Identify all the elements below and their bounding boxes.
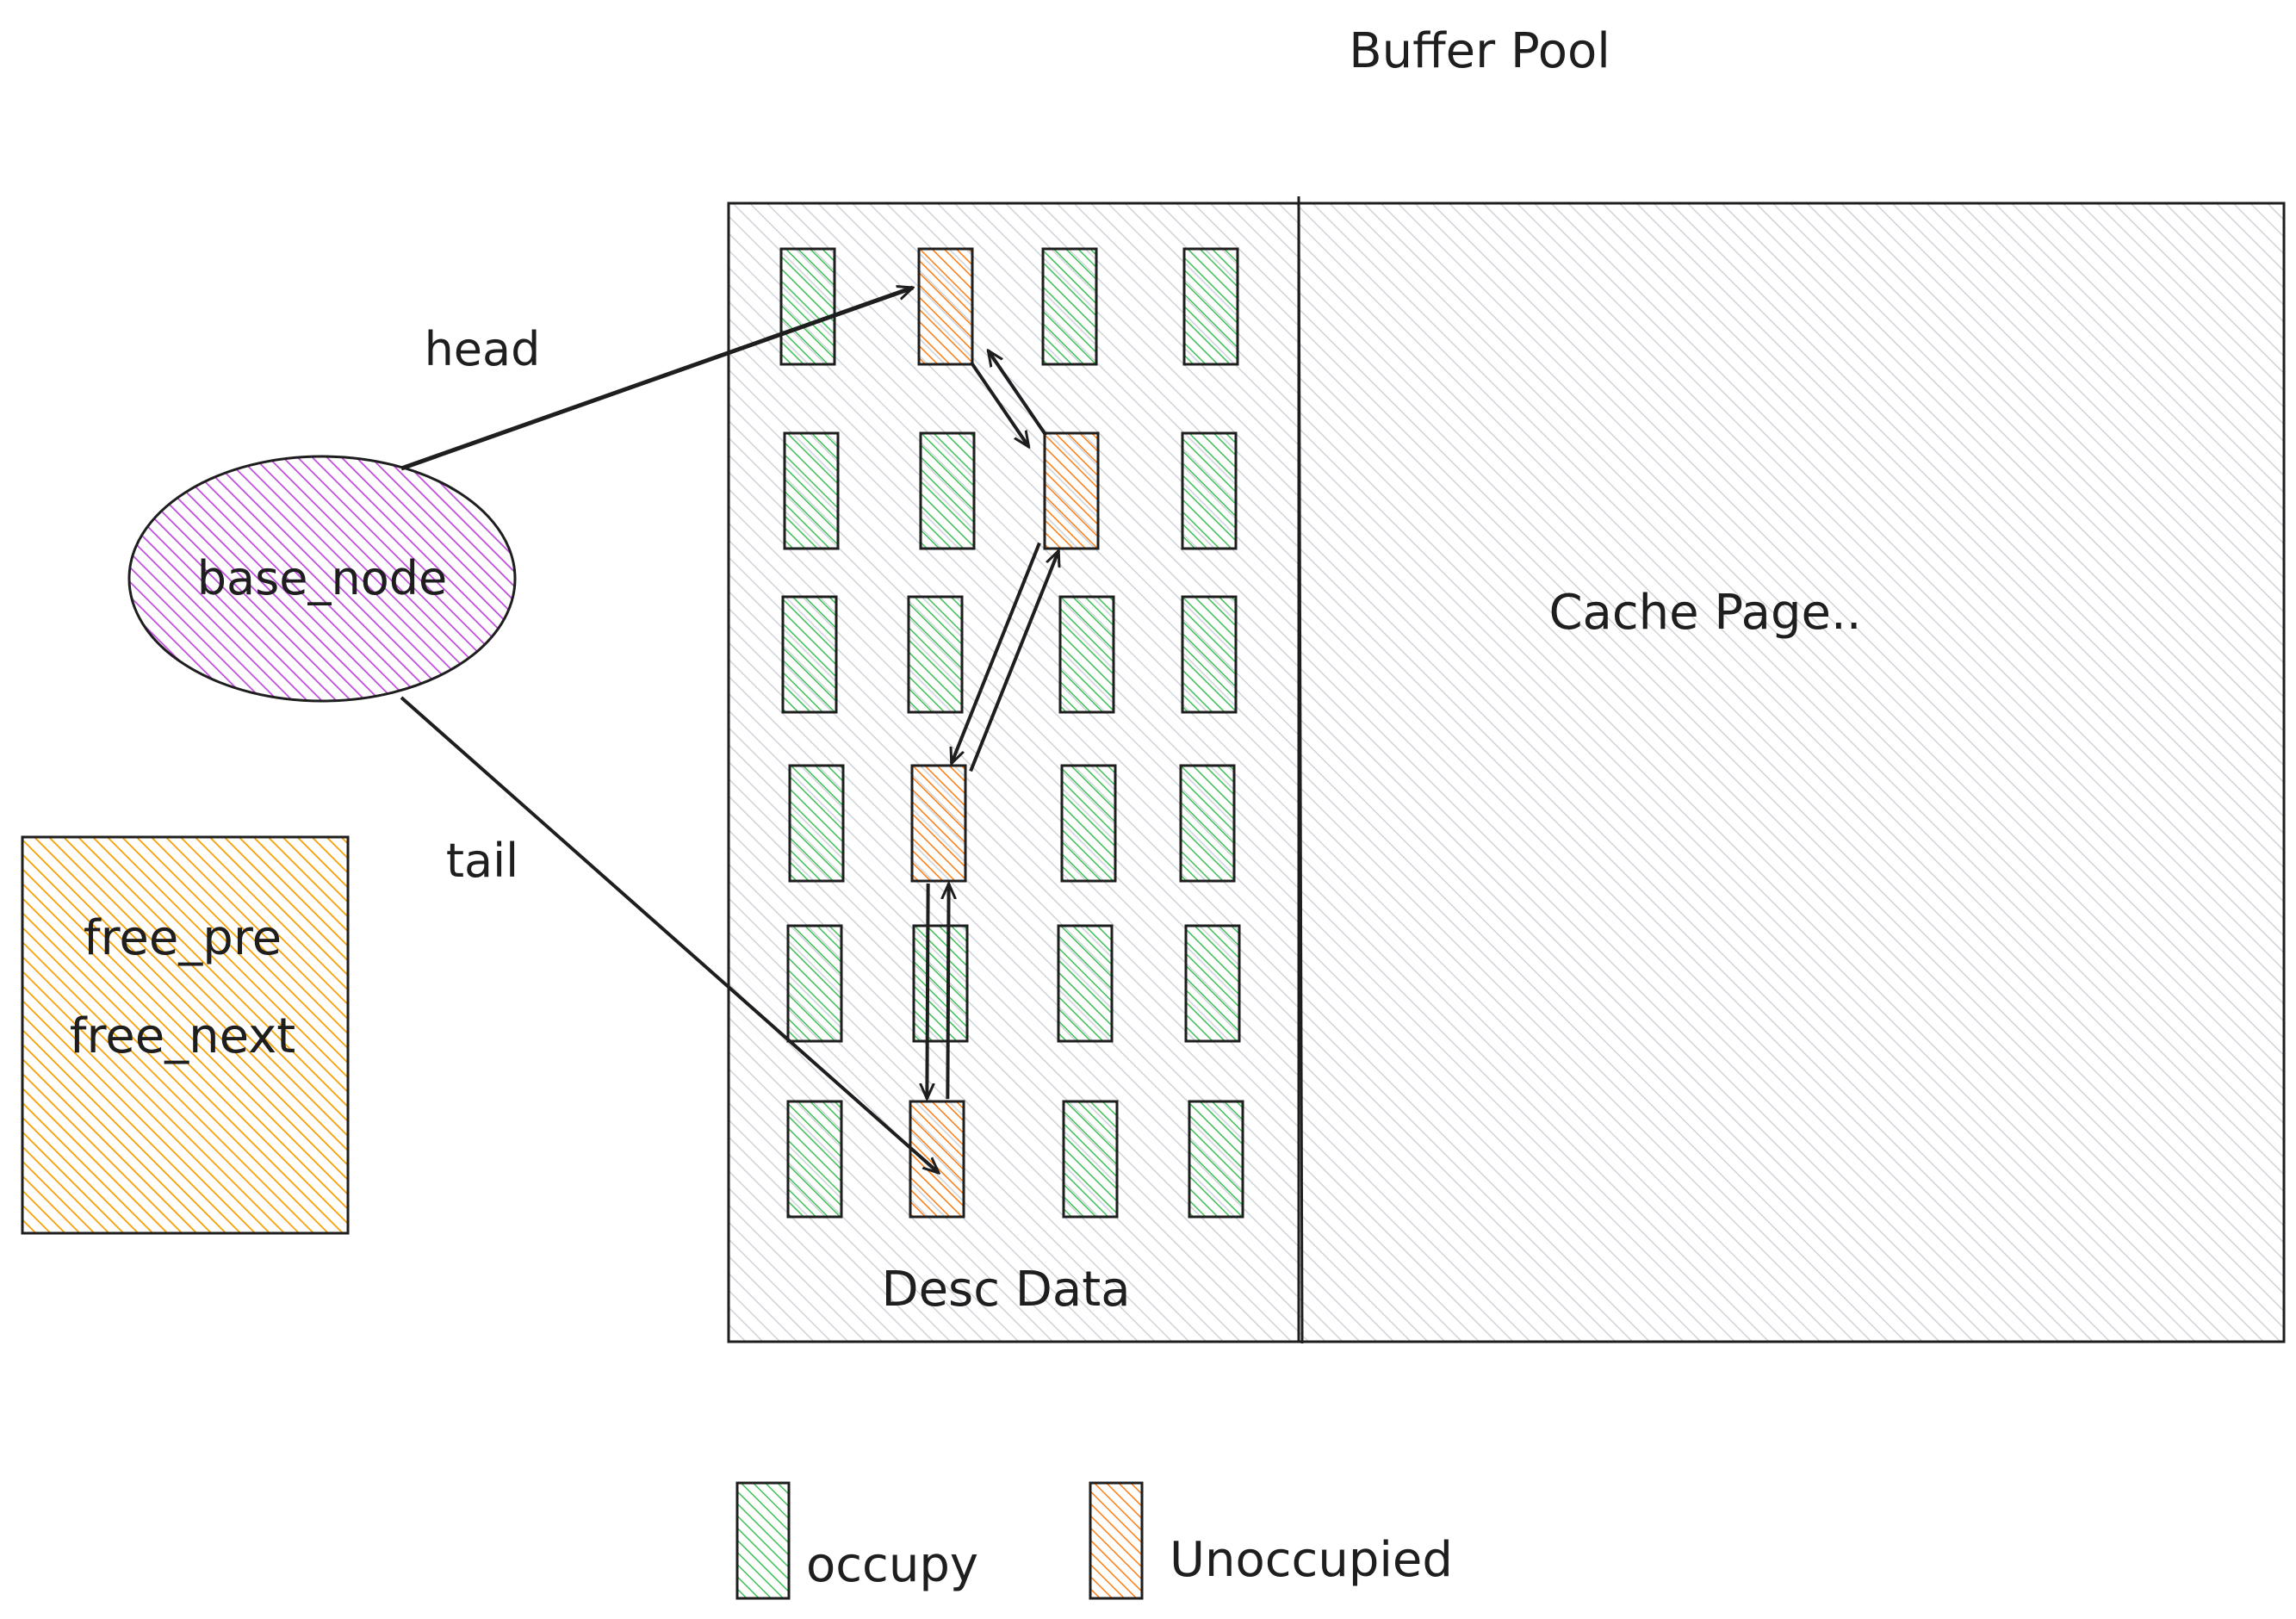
base-node: base_node [127,455,517,703]
desc-block-occupied [1181,595,1238,714]
desc-block-occupied [779,247,836,366]
desc-block-occupied [1184,924,1241,1043]
cache-page-label: Cache Page.. [1548,585,1861,641]
desc-block-occupied [788,764,845,883]
desc-block-unoccupied [917,247,974,366]
tail-arrow [400,696,939,1173]
desc-block-occupied [1062,1100,1119,1219]
head-pointer: head [400,288,913,471]
desc-data-label: Desc Data [881,1262,1130,1318]
desc-block-occupied [1058,595,1115,714]
desc-block-occupied [1188,1100,1244,1219]
desc-block-occupied [1179,764,1236,883]
free-pre-link [969,550,1058,772]
desc-block-occupied [1182,247,1239,366]
desc-block-occupied [912,924,969,1043]
cache-page-region [1297,202,2286,1343]
desc-block-occupied [1060,764,1117,883]
free-pre-link [988,350,1048,437]
base-node-ellipse [127,455,517,703]
free-pre-link [947,884,948,1100]
free-node-box [21,835,350,1235]
tail-pointer: tail [400,696,939,1173]
free-list-links [927,350,1058,1099]
desc-block-occupied [786,1100,843,1219]
desc-block-occupied [1181,431,1238,550]
desc-block-unoccupied [1043,431,1100,550]
legend: occupy Unoccupied [735,1481,1453,1600]
diagram-title: Buffer Pool [1349,23,1610,79]
desc-block-unoccupied [910,764,967,883]
free-next-link [952,542,1041,764]
free-next-link [969,361,1029,447]
head-arrow [400,288,913,471]
base-node-label: base_node [197,551,448,605]
legend-occupied-label: occupy [806,1537,978,1593]
desc-block-occupied [781,595,838,714]
legend-unoccupied-swatch [1089,1481,1144,1600]
legend-unoccupied-label: Unoccupied [1170,1532,1453,1588]
tail-label: tail [446,834,518,888]
free-pre-label: free_pre [84,910,282,966]
head-label: head [425,322,541,376]
desc-block-occupied [919,431,976,550]
desc-block-occupied [783,431,840,550]
free-next-link [927,883,928,1099]
desc-block-unoccupied [909,1100,965,1219]
free-node-struct: free_pre free_next [21,835,350,1235]
desc-block-occupied [907,595,964,714]
desc-block-occupied [1057,924,1114,1043]
desc-block-occupied [786,924,843,1043]
free-next-label: free_next [70,1008,295,1064]
desc-blocks [779,247,1244,1219]
desc-block-occupied [1041,247,1098,366]
legend-occupied-swatch [735,1481,791,1600]
region-divider [1297,195,1304,1344]
